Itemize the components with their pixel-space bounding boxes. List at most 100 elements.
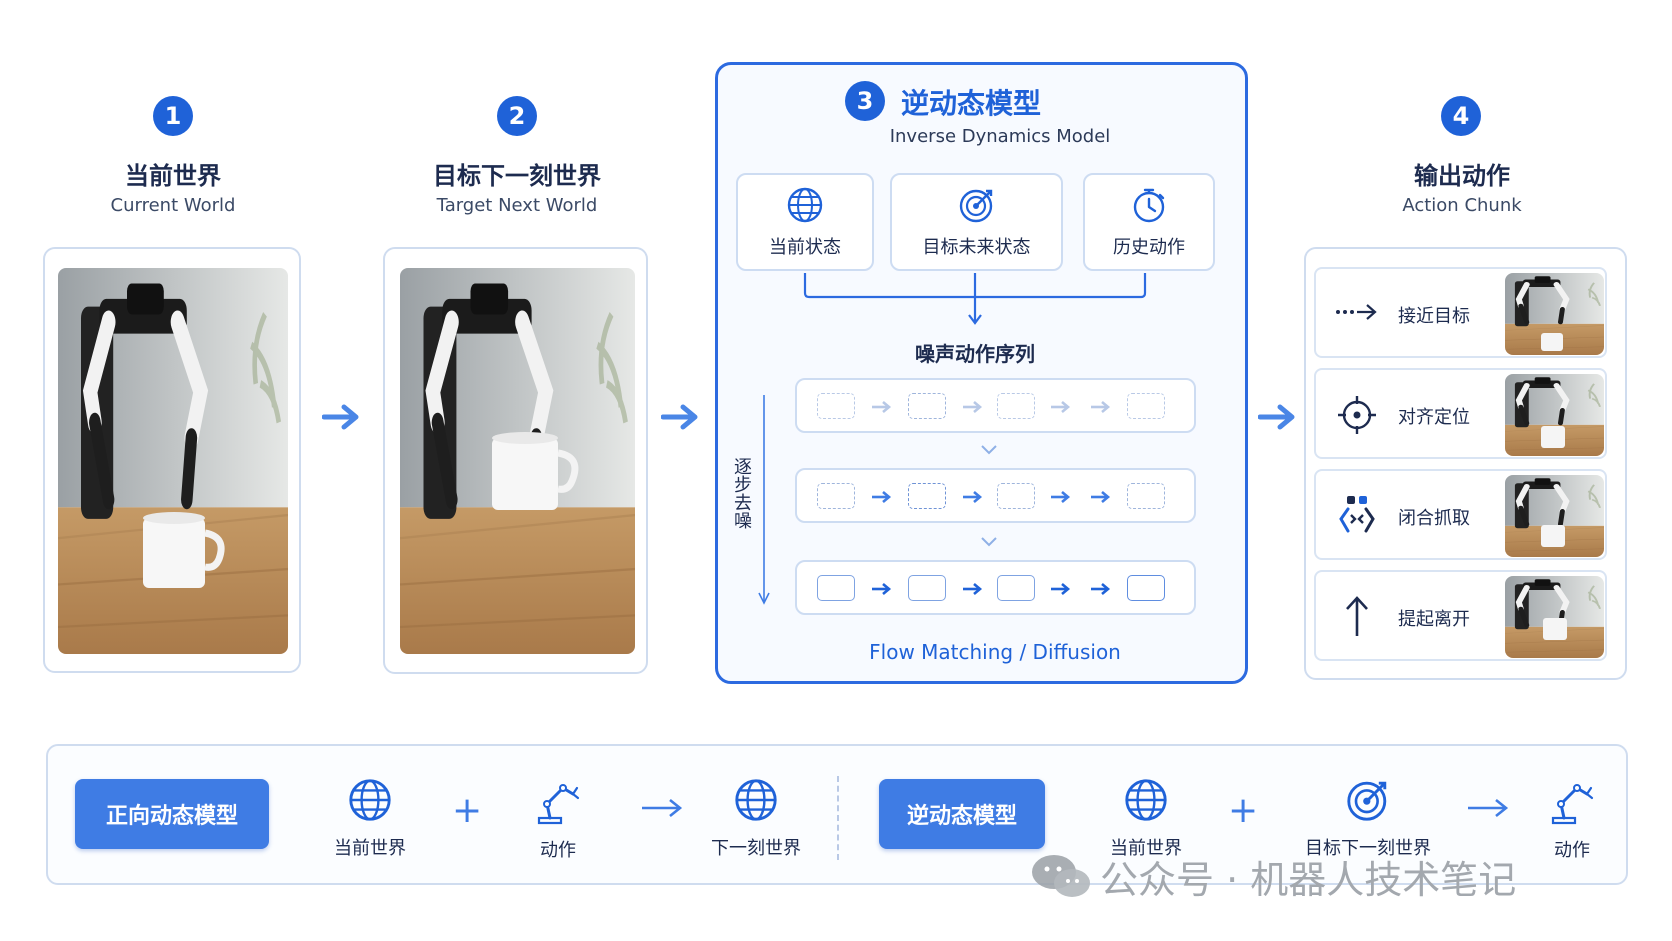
chevron-down-icon <box>981 537 997 547</box>
stage-3-title: 逆动态模型 <box>901 87 1042 120</box>
model-footer-label: Flow Matching / Diffusion <box>869 640 1121 664</box>
sequence-arrow-icon <box>961 581 985 597</box>
stopwatch-icon <box>1129 185 1169 225</box>
mug-icon <box>492 432 579 510</box>
plus-sign: + <box>1228 790 1259 831</box>
inverse-action: 动作 <box>1522 776 1622 862</box>
action-label: 接近目标 <box>1398 306 1470 327</box>
target-icon <box>957 185 997 225</box>
stage-3-subtitle: Inverse Dynamics Model <box>889 126 1111 147</box>
input-merge-connector <box>803 273 1147 325</box>
sequence-slot <box>997 483 1035 509</box>
grip-icon <box>1339 496 1375 533</box>
stage-4-title: 输出动作 <box>1414 162 1510 190</box>
wechat-icon <box>1032 855 1090 897</box>
noise-sequence-title: 噪声动作序列 <box>915 342 1035 366</box>
inverse-target-next-world: 目标下一刻世界 <box>1278 776 1458 860</box>
watermark: 公众号 · 机器人技术笔记 <box>1028 850 1516 902</box>
sequence-slot <box>997 393 1035 419</box>
sequence-arrow-icon <box>961 489 985 505</box>
sequence-arrow-icon <box>1049 399 1073 415</box>
robot-arm-icon <box>1546 776 1598 826</box>
action-label: 闭合抓取 <box>1398 508 1470 529</box>
sequence-arrow-icon <box>1089 581 1113 597</box>
sequence-arrow-icon <box>870 399 894 415</box>
inverse-action-label: 动作 <box>1554 840 1590 861</box>
robot-arm-icon <box>532 776 584 826</box>
flow-arrow-2 <box>661 402 701 432</box>
denoise-label: 逐步去噪 <box>731 457 752 529</box>
stage-4-subtitle: Action Chunk <box>1402 195 1522 216</box>
action-approach-target: 接近目标 <box>1314 267 1607 358</box>
inverse-current-world: 当前世界 <box>1086 776 1206 860</box>
target-world-image <box>400 268 635 654</box>
sequence-arrow-icon <box>1089 399 1113 415</box>
sequence-arrow-icon <box>1049 489 1073 505</box>
forward-next-world: 下一刻世界 <box>686 776 826 860</box>
crosshair-icon <box>1338 396 1376 434</box>
forward-current-world: 当前世界 <box>310 776 430 860</box>
stage-2-number: 2 <box>497 96 537 136</box>
sequence-slot <box>817 393 855 419</box>
action-align-position: 对齐定位 <box>1314 368 1607 459</box>
sequence-slot <box>908 483 946 509</box>
sequence-slot <box>1127 393 1165 419</box>
current-world-image <box>58 268 288 654</box>
input-target-future-state-label: 目标未来状态 <box>922 237 1031 258</box>
stage-1-title: 当前世界 <box>125 162 221 190</box>
input-current-state-label: 当前状态 <box>769 237 841 258</box>
denoise-arrow <box>758 395 770 605</box>
plus-sign: + <box>452 790 483 831</box>
input-current-state: 当前状态 <box>736 173 874 271</box>
inverse-current-world-label: 当前世界 <box>1110 838 1182 859</box>
stage-2-title: 目标下一刻世界 <box>433 162 601 190</box>
flow-arrow-1 <box>322 402 362 432</box>
sequence-slot <box>1127 483 1165 509</box>
sequence-arrow-icon <box>961 399 985 415</box>
stage-3-number: 3 <box>845 81 885 121</box>
sequence-slot <box>908 393 946 419</box>
mug-icon <box>143 512 225 588</box>
sequence-arrow-icon <box>870 489 894 505</box>
forward-action-label: 动作 <box>540 840 576 861</box>
target-icon <box>1344 776 1392 824</box>
forward-next-world-label: 下一刻世界 <box>711 838 801 859</box>
arrow-up-icon <box>1346 596 1368 636</box>
noise-sequence-row-3 <box>795 560 1196 615</box>
forward-model-label: 正向动态模型 <box>75 779 269 849</box>
sequence-slot <box>997 575 1035 601</box>
input-history-actions: 历史动作 <box>1083 173 1215 271</box>
dotted-arrow-icon <box>1336 304 1377 320</box>
arrow-right-icon <box>640 796 684 820</box>
action-lift-away: 提起离开 <box>1314 570 1607 661</box>
globe-icon <box>1122 776 1170 824</box>
action-label: 提起离开 <box>1398 609 1470 630</box>
watermark-text: 公众号 · 机器人技术笔记 <box>1100 857 1517 902</box>
input-history-actions-label: 历史动作 <box>1113 237 1185 258</box>
stage-1-subtitle: Current World <box>110 195 236 216</box>
stage-2-subtitle: Target Next World <box>436 195 598 216</box>
sequence-arrow-icon <box>870 581 894 597</box>
inverse-target-next-world-label: 目标下一刻世界 <box>1305 838 1431 859</box>
inverse-model-label: 逆动态模型 <box>879 779 1045 849</box>
forward-current-world-label: 当前世界 <box>334 838 406 859</box>
globe-icon <box>346 776 394 824</box>
comparison-bar: 正向动态模型 当前世界 + 动作 下一刻世界 逆动态模型 当前世界 + 目标下一… <box>46 744 1628 885</box>
flow-arrow-3 <box>1258 402 1298 432</box>
action-close-grasp: 闭合抓取 <box>1314 469 1607 560</box>
sequence-slot <box>817 483 855 509</box>
section-divider <box>837 776 839 860</box>
action-thumbnail <box>1505 273 1604 355</box>
input-target-future-state: 目标未来状态 <box>890 173 1063 271</box>
globe-icon <box>785 185 825 225</box>
current-world-panel <box>43 247 301 673</box>
stage-1-number: 1 <box>153 96 193 136</box>
forward-action: 动作 <box>508 776 608 862</box>
action-thumbnail <box>1505 374 1604 456</box>
arrow-right-icon <box>1466 796 1510 820</box>
target-world-panel <box>383 247 648 674</box>
globe-icon <box>732 776 780 824</box>
sequence-arrow-icon <box>1089 489 1113 505</box>
action-thumbnail <box>1505 475 1604 557</box>
stage-4-number: 4 <box>1441 96 1481 136</box>
